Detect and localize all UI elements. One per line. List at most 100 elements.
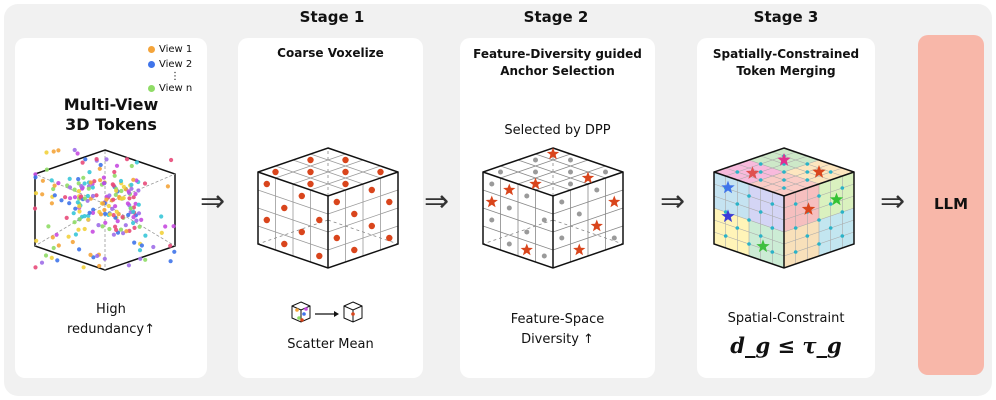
legend-dot-view-n <box>148 84 155 92</box>
token-dot <box>76 177 81 182</box>
voxel-dot <box>333 234 340 242</box>
token-dot <box>70 239 75 245</box>
panel2-bottom-line1: Feature-Space <box>510 312 605 327</box>
token-dot <box>817 194 821 198</box>
token-dot <box>113 224 118 229</box>
token-dot <box>90 210 96 215</box>
token-dot <box>90 193 96 199</box>
token-dot <box>139 217 144 222</box>
token-dot <box>131 209 136 214</box>
token-dot <box>81 265 86 270</box>
grid-line <box>310 165 381 191</box>
token-dot <box>52 193 57 198</box>
token-dot <box>51 149 56 154</box>
token-dot <box>124 229 129 234</box>
token-dot <box>770 226 775 230</box>
merged-token-cube <box>713 147 855 269</box>
arrow-head <box>334 311 339 317</box>
token-dot <box>81 175 86 180</box>
token-dot <box>747 218 751 222</box>
token-dot <box>68 196 73 201</box>
mini-dot <box>300 318 304 322</box>
token-dot <box>77 204 82 209</box>
token-dot <box>758 162 763 166</box>
panel3-title-line1: Spatially-Constrained <box>712 47 860 61</box>
candidate-dot <box>533 157 538 163</box>
mini-dot <box>295 308 299 312</box>
token-dot <box>86 217 91 222</box>
panel3-title-line2: Token Merging <box>736 64 836 78</box>
token-dot <box>33 175 38 180</box>
token-dot <box>119 196 124 201</box>
anchor-star <box>573 243 586 256</box>
token-dot <box>168 259 173 264</box>
candidate-dot <box>541 253 547 259</box>
token-dot <box>137 248 143 253</box>
token-dot <box>112 173 117 178</box>
token-dot <box>118 227 124 232</box>
voxel-dot <box>298 228 305 236</box>
grid-line <box>257 207 329 233</box>
mini-dot <box>297 316 301 320</box>
token-dot <box>63 195 68 200</box>
token-dot <box>142 181 148 186</box>
voxel-dot <box>281 240 288 248</box>
token-dot <box>828 226 833 230</box>
token-dot <box>131 220 136 226</box>
token-dot <box>103 220 108 225</box>
voxel-dot <box>263 216 270 224</box>
token-dot <box>793 202 798 206</box>
candidate-dot <box>603 169 608 175</box>
token-dot <box>114 227 119 232</box>
token-dot <box>44 167 49 172</box>
token-dot <box>39 260 45 265</box>
token-dot <box>121 184 126 189</box>
stage-2-label: Stage 2 <box>523 8 589 26</box>
token-dot <box>83 157 88 162</box>
token-dot <box>758 234 763 238</box>
voxel-dot <box>368 186 375 194</box>
token-dot <box>828 170 833 174</box>
token-dot <box>59 198 64 203</box>
token-dot <box>136 211 142 216</box>
grid-line <box>535 153 606 179</box>
merged-anchor-star <box>721 209 735 223</box>
merge-region <box>784 220 819 268</box>
token-dot <box>72 220 77 225</box>
token-dot <box>90 185 95 190</box>
token-dot <box>103 211 108 216</box>
token-dot <box>735 170 740 174</box>
token-dot <box>111 232 116 237</box>
token-dot <box>114 163 120 168</box>
candidate-dot <box>594 187 600 193</box>
panel1-title: Coarse Voxelize <box>277 46 384 60</box>
token-dot <box>73 232 78 237</box>
token-dot <box>159 214 164 219</box>
token-dot <box>106 203 111 209</box>
token-dot <box>49 178 54 183</box>
anchor-star <box>529 177 542 190</box>
token-dot <box>168 243 173 248</box>
voxel-dot <box>351 210 358 218</box>
candidate-dot <box>489 181 495 187</box>
token-dot <box>131 195 136 200</box>
token-dot <box>101 175 106 180</box>
token-dot <box>133 191 138 197</box>
arrow-2: ⇒ <box>424 184 450 219</box>
voxel-grid-cube <box>257 147 399 269</box>
token-dot <box>46 224 51 229</box>
candidate-dot <box>498 169 503 175</box>
voxel-dot <box>342 168 349 176</box>
token-dot <box>98 162 103 168</box>
merge-region <box>714 208 749 256</box>
token-dot <box>134 160 139 165</box>
token-dot <box>758 178 763 182</box>
panel1-bottom-text: Scatter Mean <box>287 337 374 352</box>
token-dot <box>172 249 177 254</box>
token-dot <box>128 206 133 211</box>
legend-label-view-1: View 1 <box>159 44 193 55</box>
token-dot <box>73 206 78 211</box>
voxel-dot <box>316 252 323 260</box>
merged-anchor-star <box>745 166 760 179</box>
